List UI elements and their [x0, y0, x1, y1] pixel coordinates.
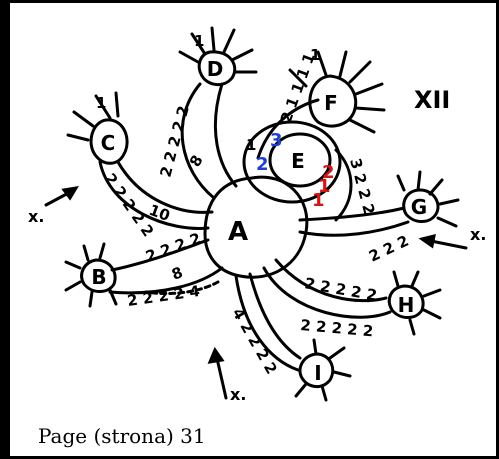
- x-marker-right: x.: [470, 225, 486, 244]
- red-count-1b: 1: [312, 190, 325, 211]
- x-marker-left: x.: [28, 207, 44, 226]
- chain-c-count: 2 2 2 2 2: [101, 170, 158, 240]
- page-caption: Page (strona) 31: [38, 424, 206, 448]
- ring-label-d: D: [207, 57, 224, 81]
- arrow-right: [422, 236, 466, 248]
- chain-b-count: 2 2 2 2: [143, 229, 203, 266]
- ring-label-i: I: [314, 361, 321, 385]
- ring-a: [205, 177, 307, 277]
- picot-count-d: 1: [194, 32, 204, 50]
- ring-label-a: A: [228, 217, 248, 247]
- chain-d-count: 2 2 2 2 2: [156, 104, 192, 179]
- blue-count-2: 2: [256, 154, 269, 175]
- arrow-bottom: [210, 350, 226, 398]
- ring-label-f: F: [324, 91, 338, 115]
- chain-h-count: 2 2 2 2 2: [303, 274, 378, 304]
- picot-count-f: 1: [310, 46, 320, 64]
- ring-label-g: G: [411, 195, 427, 219]
- ring-label-e: E: [291, 149, 305, 173]
- chain-h-lower: 2 2 2 2 2: [300, 316, 374, 340]
- chain-g-count: 2 2 2: [366, 232, 411, 266]
- chain-e-top-left: 1: [246, 136, 256, 154]
- ring-i-picots: [296, 340, 350, 400]
- ring-label-h: H: [398, 293, 415, 317]
- chain-b-length: 8: [169, 263, 185, 283]
- blue-count-3: 3: [270, 130, 283, 151]
- ring-label-c: C: [101, 131, 116, 155]
- chain-b-lower: 2 2 2 2 4: [126, 282, 201, 310]
- arrow-left: [46, 188, 76, 205]
- ring-g-picots: [398, 172, 458, 226]
- picot-count-c: 1: [96, 94, 106, 112]
- chain-a-down: 4 2 2 2 2: [229, 305, 281, 377]
- ring-label-b: B: [91, 265, 106, 289]
- plate-number: XII: [414, 86, 450, 114]
- x-marker-bottom: x.: [230, 385, 246, 404]
